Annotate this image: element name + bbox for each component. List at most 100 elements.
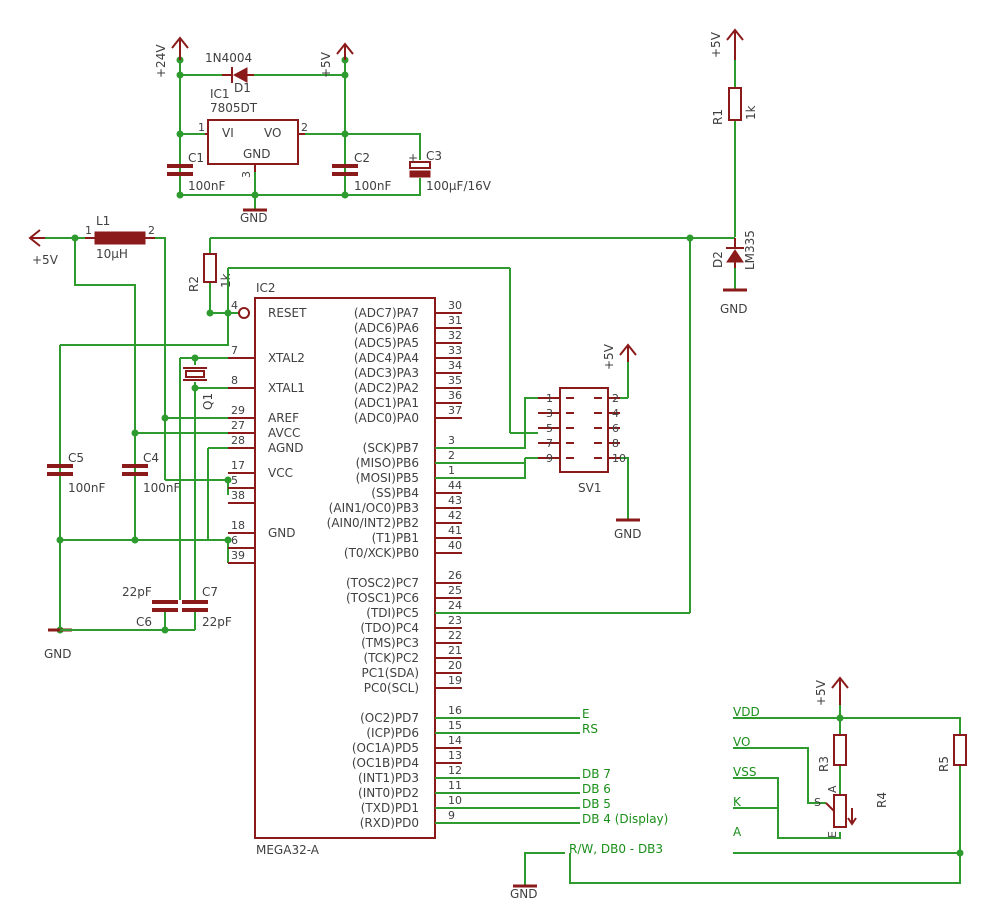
mcu-right-pin-number: 40 [448,539,462,552]
capacitor-c2 [332,164,358,176]
gnd-label-temp: GND [720,302,748,316]
mcu-right-pin-label: (TDI)PC5 [366,606,419,620]
lcd-vdd-label: VDD [733,705,760,719]
lcd-vo-label: VO [733,735,750,749]
mcu-left-pin-number: 18 [231,519,245,532]
mcu-right-pin-label: (ADC5)PA5 [354,336,419,350]
mcu-right-pin-number: 3 [448,434,455,447]
resistor-r3 [833,734,847,766]
isp-even-pin-number: 6 [612,422,619,435]
supply-24v-arrow [171,36,189,60]
c5-name: C5 [68,451,84,465]
mcu-right-pin-number: 32 [448,329,462,342]
potentiometer-r4 [833,794,847,828]
supply-5v-arrow-isp [619,343,637,362]
c6-name: C6 [136,615,152,629]
ic1-body [207,119,299,165]
mcu-left-pin-number: 5 [231,474,238,487]
mcu-right-pin-number: 9 [448,809,455,822]
display-db6-label: DB 6 [582,782,611,796]
capacitor-c3 [409,161,431,178]
mcu-left-pin-label: XTAL1 [268,381,305,395]
isp-even-pin-number: 4 [612,407,619,420]
lcd-contrast-section: +5V VDD VO VSS K A R3 R4 A S E R5 [569,676,967,884]
d2-name: D2 [711,251,725,268]
d2-value: LM335 [743,230,757,270]
mcu-left-pin-number: 6 [231,534,238,547]
mcu-right-pin-number: 19 [448,674,462,687]
mcu-right-pin-number: 43 [448,494,462,507]
crystal-section: Q1 22pF C6 C7 22pF [60,354,248,634]
l1-name: L1 [96,214,110,228]
mcu-right-pin-number: 11 [448,779,462,792]
crystal-q1 [183,367,207,381]
mcu-right-pin-label: (ADC6)PA6 [354,321,419,335]
ic1-vi: VI [222,126,234,140]
l1-pin2: 2 [148,224,155,237]
c2-name: C2 [354,151,370,165]
r1-name: R1 [711,109,725,125]
supply-5v-arrow-l1 [28,229,45,247]
mcu-right-pin-number: 15 [448,719,462,732]
r2-value: 1k [219,273,233,288]
isp-even-pin-number: 10 [612,452,626,465]
mcu-right-pin-number: 33 [448,344,462,357]
mcu-right-pin-label: (ADC4)PA4 [354,351,419,365]
mcu-left-pin-label: AVCC [268,426,300,440]
mcu-right-pin-label: (OC1B)PD4 [352,756,419,770]
capacitor-c1 [167,164,193,176]
mcu-name: IC2 [256,281,276,295]
mcu-right-pin-number: 16 [448,704,462,717]
supply-5v-label-isp: +5V [602,343,616,370]
mcu-left-pin-number: 28 [231,434,245,447]
supply-5v-label-lcd: +5V [814,679,828,706]
mcu-left-pin-label: RESET [268,306,307,320]
mcu-right-pin-number: 12 [448,764,462,777]
mcu-right-pin-number: 37 [448,404,462,417]
diode-d1-value: 1N4004 [205,51,252,65]
display-lines: E RS DB 7 DB 6 DB 5 DB 4 (Display) R/W, … [435,707,668,901]
supply-24v-label: +24V [154,44,168,78]
mcu-right-pin-label: (TCK)PC2 [364,651,420,665]
mcu-right-pin-label: (ADC7)PA7 [354,306,419,320]
capacitor-c5 [47,464,73,476]
supply-5v-arrow-lcd [831,676,849,705]
gnd-label-isp: GND [614,527,642,541]
mcu-right-pin-number: 22 [448,629,462,642]
mcu-right-pin-number: 41 [448,524,462,537]
mcu-right-pin-number: 23 [448,614,462,627]
resistor-r2 [203,253,217,283]
supply-5v-arrow-temp [726,28,744,60]
isp-name: SV1 [578,481,601,495]
filter-section: +5V L1 10µH 1 2 R2 1k C5 100nF C4 100nF … [28,214,248,661]
lcd-vss-label: VSS [733,765,756,779]
ic1-pin3: 3 [240,171,253,178]
power-supply-section: +24V +5V 1N4004 D1 IC1 7805DT VI VO GND … [154,36,492,225]
mcu-left-pin-number: 8 [231,374,238,387]
mcu-right-pin-label: (MISO)PB6 [356,456,419,470]
mcu-right-pin-number: 14 [448,734,462,747]
mcu-right-pin-label: (OC2)PD7 [360,711,419,725]
c7-value: 22pF [202,615,232,629]
mcu-ic2: IC2 MEGA32-A 4RESET7XTAL28XTAL129AREF27A… [228,281,462,857]
mcu-right-pin-label: (SCK)PB7 [363,441,419,455]
r2-name: R2 [187,276,201,292]
mcu-right-pin-label: (AIN1/OC0)PB3 [329,501,419,515]
c2-value: 100nF [354,179,392,193]
isp-body [559,387,609,473]
mcu-left-pin-number: 4 [231,299,238,312]
isp-odd-pin-number: 9 [546,452,553,465]
mcu-right-pin-label: (ICP)PD6 [366,726,419,740]
mcu-right-pin-label: (ADC3)PA3 [354,366,419,380]
mcu-right-pin-number: 34 [448,359,462,372]
gnd-label-reg: GND [240,211,268,225]
mcu-right-pin-number: 25 [448,584,462,597]
mcu-right-pin-label: PC0(SCL) [364,681,419,695]
capacitor-c7 [182,600,208,612]
display-e-label: E [582,707,590,721]
mcu-right-pin-label: (SS)PB4 [371,486,419,500]
mcu-left-pin-label: XTAL2 [268,351,305,365]
c1-value: 100nF [188,179,226,193]
diode-d1 [222,67,254,83]
